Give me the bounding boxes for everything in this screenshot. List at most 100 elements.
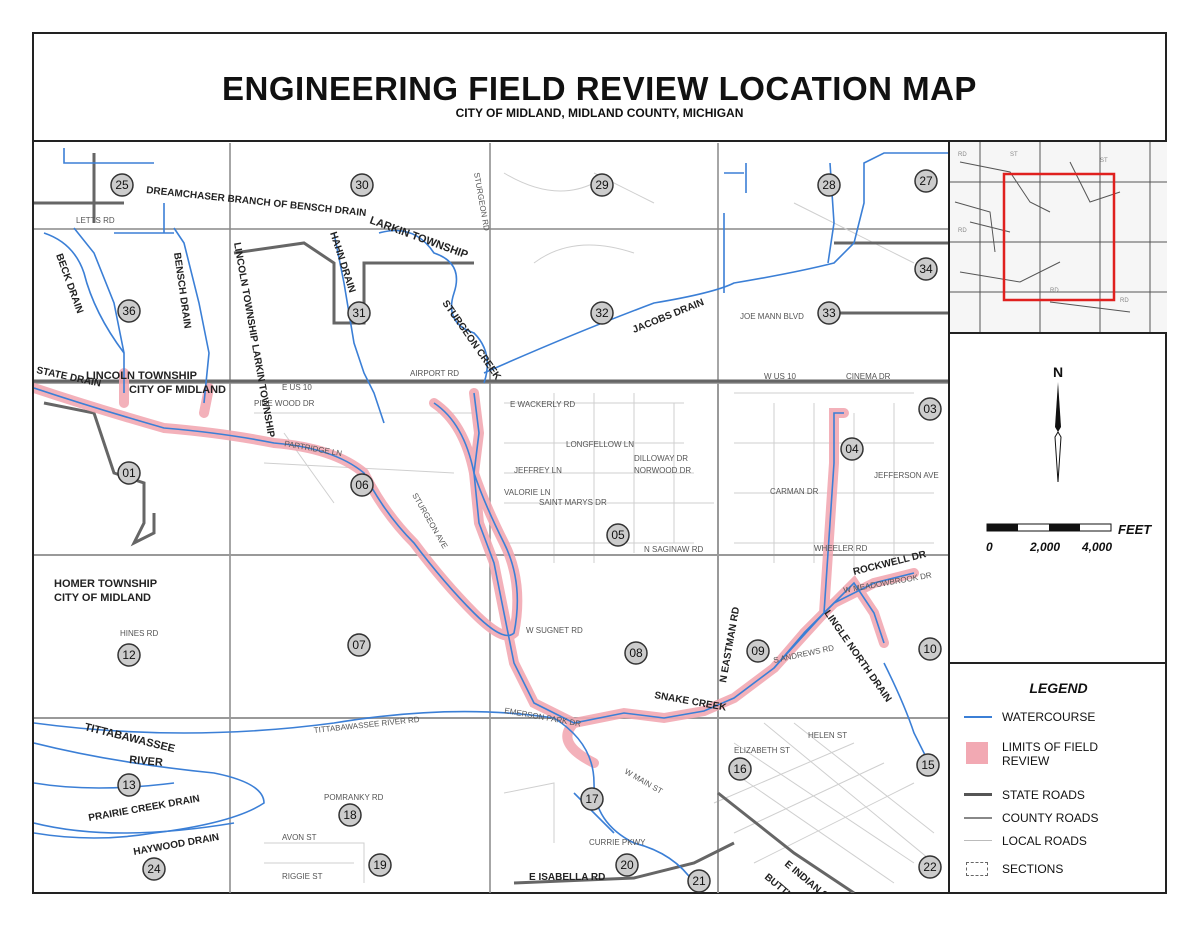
label-dreamchaser: DREAMCHASER BRANCH OF BENSCH DRAIN: [146, 185, 367, 219]
label-homer: HOMER TOWNSHIP: [54, 578, 157, 590]
road-dilloway: DILLOWAY DR: [634, 454, 688, 463]
road-saintmarys: SAINT MARYS DR: [539, 498, 607, 507]
section-marker-30: [350, 173, 374, 197]
road-eastman: N EASTMAN RD: [718, 606, 742, 683]
section-number-03: 03: [923, 402, 937, 416]
section-number-29: 29: [595, 178, 609, 192]
section-number-19: 19: [373, 858, 387, 872]
section-number-17: 17: [585, 792, 599, 806]
scale-unit: FEET: [1118, 522, 1152, 537]
section-marker-13: [117, 773, 141, 797]
road-airport: AIRPORT RD: [410, 369, 459, 378]
title-block: ENGINEERING FIELD REVIEW LOCATION MAP: [32, 32, 1167, 142]
legend-label: WATERCOURSE: [1002, 710, 1096, 724]
label-city2: CITY OF MIDLAND: [54, 592, 151, 604]
legend-item-local-roads: LOCAL ROADS: [964, 834, 1087, 848]
label-jacobs: JACOBS DRAIN: [631, 297, 706, 336]
county-road-symbol-icon: [964, 811, 992, 825]
section-number-31: 31: [352, 306, 366, 320]
label-lincoln: LINCOLN TOWNSHIP: [86, 370, 197, 382]
section-marker-08: [624, 641, 648, 665]
label-river: RIVER: [129, 754, 164, 769]
section-number-22: 22: [923, 860, 937, 874]
section-marker-32: [590, 301, 614, 325]
road-us10w: W US 10: [764, 372, 797, 381]
svg-text:RD: RD: [1120, 298, 1129, 304]
watercourses: [34, 148, 948, 884]
road-us10e: E US 10: [282, 383, 312, 392]
road-partridge: PARTRIDGE LN: [284, 439, 343, 458]
state-road-symbol-icon: [964, 788, 992, 802]
section-marker-21: [687, 869, 711, 893]
north-arrow-icon: [1054, 382, 1062, 482]
label-city1: CITY OF MIDLAND: [129, 384, 226, 396]
section-number-16: 16: [733, 762, 747, 776]
road-sandrews: S ANDREWS RD: [773, 643, 836, 665]
section-number-06: 06: [355, 478, 369, 492]
section-number-05: 05: [611, 528, 625, 542]
section-marker-27: [914, 169, 938, 193]
legend-label: STATE ROADS: [1002, 788, 1085, 802]
map-title: ENGINEERING FIELD REVIEW LOCATION MAP: [222, 70, 977, 107]
road-helen: HELEN ST: [808, 731, 847, 740]
road-jefferson: JEFFERSON AVE: [874, 471, 939, 480]
scale-tick-2000: 2,000: [1030, 540, 1061, 554]
road-cinema: CINEMA DR: [846, 372, 891, 381]
label-lincoln-larkin: LINCOLN TOWNSHIP LARKIN TOWNSHIP: [231, 242, 276, 439]
section-number-04: 04: [845, 442, 859, 456]
legend-label: LIMITS OF FIELD REVIEW: [1002, 740, 1099, 768]
section-marker-31: [347, 301, 371, 325]
section-marker-03: [918, 397, 942, 421]
section-marker-20: [615, 853, 639, 877]
section-number-36: 36: [122, 304, 136, 318]
section-number-24: 24: [147, 862, 161, 876]
svg-text:ST: ST: [1100, 158, 1108, 164]
svg-text:RD: RD: [958, 152, 967, 158]
inset-extent-box: [1002, 172, 1116, 302]
road-eisabella: E ISABELLA RD: [529, 872, 605, 883]
section-marker-18: [338, 803, 362, 827]
legend-item-review: LIMITS OF FIELD REVIEW: [964, 740, 1144, 768]
road-longfellow: LONGFELLOW LN: [566, 440, 634, 449]
road-wmain: W MAIN ST: [623, 767, 664, 796]
section-number-20: 20: [620, 858, 634, 872]
map-subtitle: CITY OF MIDLAND, MIDLAND COUNTY, MICHIGA…: [455, 106, 744, 120]
road-pomranky: POMRANKY RD: [324, 793, 384, 802]
section-number-33: 33: [822, 306, 836, 320]
section-marker-36: [117, 299, 141, 323]
section-number-08: 08: [629, 646, 643, 660]
section-marker-04: [840, 437, 864, 461]
road-norwood: NORWOOD DR: [634, 466, 691, 475]
scale-tick-4000: 4,000: [1082, 540, 1113, 554]
section-marker-05: [606, 523, 630, 547]
road-jeffrey: JEFFREY LN: [514, 466, 562, 475]
county-roads: [34, 383, 948, 893]
label-haywood: HAYWOOD DRAIN: [133, 832, 220, 858]
section-marker-28: [817, 173, 841, 197]
road-valorie: VALORIE LN: [504, 488, 551, 497]
scale-bar-icon: [986, 523, 1112, 532]
road-wheeler: WHEELER RD: [814, 544, 868, 553]
section-number-12: 12: [122, 648, 136, 662]
section-marker-06: [350, 473, 374, 497]
north-scale-panel: N FEET 0 2,000 4,000: [948, 334, 1167, 664]
road-riggie: RIGGIE ST: [282, 872, 323, 881]
section-marker-24: [142, 857, 166, 881]
legend-label: LOCAL ROADS: [1002, 834, 1087, 848]
section-marker-15: [916, 753, 940, 777]
north-label: N: [1053, 364, 1064, 380]
section-marker-12: [117, 643, 141, 667]
watercourse-symbol-icon: [964, 710, 992, 724]
legend-item-state-roads: STATE ROADS: [964, 788, 1085, 802]
legend-item-watercourse: WATERCOURSE: [964, 710, 1095, 724]
road-avon: AVON ST: [282, 833, 317, 842]
section-number-07: 07: [352, 638, 366, 652]
local-roads: [254, 172, 935, 884]
road-hines: HINES RD: [120, 629, 158, 638]
section-marker-17: [580, 787, 604, 811]
label-larkin: LARKIN TOWNSHIP: [368, 215, 470, 262]
section-number-32: 32: [595, 306, 609, 320]
section-symbol-icon: [964, 862, 992, 876]
